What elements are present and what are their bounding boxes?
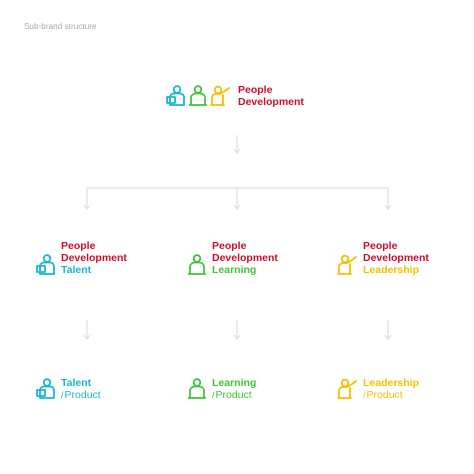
product-slash: / (212, 390, 215, 400)
master-brand-name: People Development (238, 84, 304, 108)
master-icon-group (166, 85, 232, 107)
subbrand-leadership-name: People Development Leadership (363, 240, 429, 276)
master-line1: People (238, 84, 273, 96)
subbrand-learning: People Development Learning (187, 240, 278, 276)
diagram-caption: Sub-brand structure (24, 22, 97, 31)
product-suffix: Product (366, 389, 403, 401)
subbrand-talent: People Development Talent (36, 240, 127, 276)
branch-right-arrow (384, 204, 392, 210)
product-leadership-line1: Leadership (363, 377, 420, 389)
product-slash: / (363, 390, 366, 400)
talent-person-icon (36, 378, 55, 399)
master-down-arrow (233, 148, 241, 154)
talent-person-icon (36, 254, 55, 275)
product-leadership: Leadership /Product (337, 377, 419, 401)
subbrand-leadership-line3: Leadership (363, 264, 420, 276)
subbrand-talent-line3: Talent (61, 264, 92, 276)
subbrand-learning-line2: Development (212, 252, 278, 264)
product-learning-line2: /Product (212, 389, 256, 401)
product-suffix: Product (215, 389, 252, 401)
talent-person-icon (166, 85, 185, 106)
product-talent: Talent /Product (36, 377, 101, 401)
product-leadership-line2: /Product (363, 389, 419, 401)
learning-person-icon (188, 254, 206, 275)
subbrand-learning-line1: People (212, 240, 247, 252)
product-talent-line1: Talent (61, 377, 92, 389)
branch-center-arrow (233, 204, 241, 210)
subbrand-leadership-line2: Development (363, 252, 429, 264)
leadership-person-icon (337, 378, 357, 399)
subbrand-talent-name: People Development Talent (61, 240, 127, 276)
subbrand-leadership: People Development Leadership (337, 240, 429, 276)
product-suffix: Product (64, 389, 101, 401)
subbrand-learning-line3: Learning (212, 264, 257, 276)
product-learning-name: Learning /Product (212, 377, 256, 401)
master-line2: Development (238, 96, 304, 108)
subbrand-learning-name: People Development Learning (212, 240, 278, 276)
learning-person-icon (189, 85, 207, 106)
product-talent-line2: /Product (61, 389, 101, 401)
learning-person-icon (188, 378, 206, 399)
leadership-person-icon (210, 85, 230, 106)
product-leadership-name: Leadership /Product (363, 377, 419, 401)
product-talent-name: Talent /Product (61, 377, 101, 401)
leadership-down-arrow (384, 334, 392, 340)
product-slash: / (61, 390, 64, 400)
talent-down-arrow (83, 334, 91, 340)
subbrand-leadership-line1: People (363, 240, 398, 252)
master-brand-lockup: People Development (166, 84, 304, 108)
subbrand-talent-line2: Development (61, 252, 127, 264)
branch-left-arrow (83, 204, 91, 210)
leadership-person-icon (337, 254, 357, 275)
learning-down-arrow (233, 334, 241, 340)
product-learning-line1: Learning (212, 377, 257, 389)
subbrand-talent-line1: People (61, 240, 96, 252)
product-learning: Learning /Product (187, 377, 256, 401)
